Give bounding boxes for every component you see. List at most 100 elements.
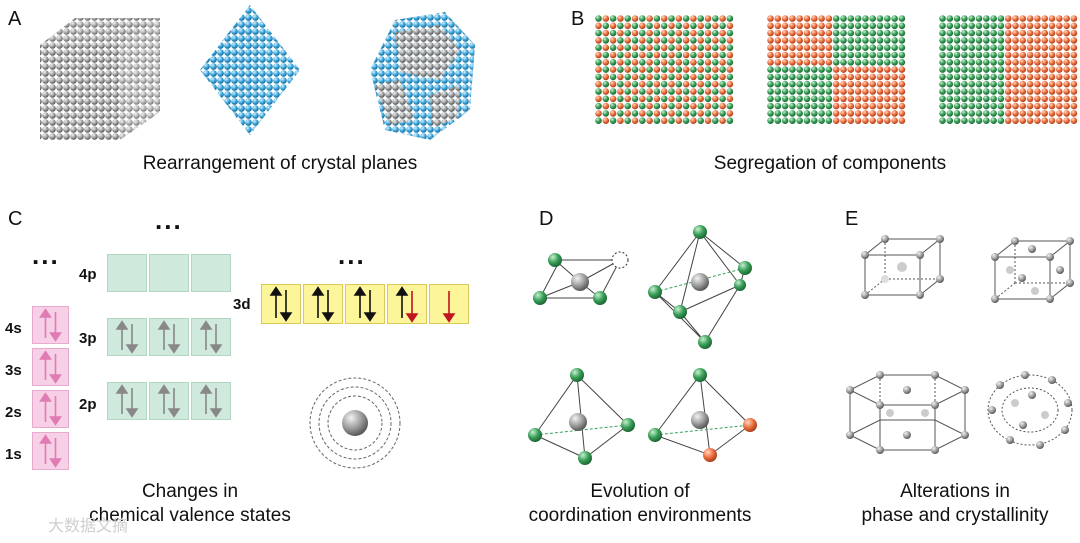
lattice-atom	[1004, 22, 1012, 30]
lattice-atom	[653, 15, 661, 22]
lattice-atom	[609, 66, 617, 73]
lattice-atom	[832, 29, 840, 37]
lattice-atom	[898, 110, 906, 117]
lattice-atom	[939, 110, 946, 117]
lattice-atom	[891, 44, 898, 51]
lattice-atom	[631, 117, 639, 124]
lattice-atom	[876, 110, 884, 117]
lattice-atom	[983, 22, 990, 30]
lattice-atom	[646, 73, 653, 81]
lattice-atom	[690, 15, 697, 22]
lattice-atom	[891, 102, 898, 110]
lattice-atom	[682, 117, 690, 124]
lattice-atom	[690, 73, 697, 81]
panel-label-d: D	[539, 208, 554, 230]
lattice-atom	[1019, 29, 1027, 37]
lattice-atom	[862, 95, 869, 103]
lattice-atom	[898, 95, 906, 103]
lattice-atom	[811, 44, 818, 51]
lattice-atom	[726, 66, 734, 73]
half-segregated-lattice	[939, 15, 1078, 124]
lattice-atom	[1012, 37, 1019, 44]
lattice-atom	[704, 117, 712, 124]
lattice-atom	[953, 88, 961, 95]
lattice-atom	[1048, 59, 1056, 66]
lattice-atom	[617, 15, 624, 22]
lattice-atom	[704, 88, 712, 95]
lattice-atom	[1026, 15, 1034, 22]
lattice-atom	[704, 22, 712, 30]
lattice-atom	[876, 73, 884, 81]
lattice-atom	[660, 73, 668, 81]
lattice-atom	[898, 37, 906, 44]
lattice-atom	[697, 102, 704, 110]
lattice-atom	[1012, 29, 1019, 37]
lattice-atom	[968, 37, 975, 44]
lattice-atom	[946, 117, 954, 124]
lattice-atom	[946, 95, 954, 103]
lattice-atom	[726, 73, 734, 81]
lattice-atom	[818, 22, 825, 30]
lattice-atom	[854, 37, 862, 44]
lattice-atom	[675, 73, 683, 81]
lattice-atom	[975, 117, 983, 124]
lattice-atom	[961, 117, 968, 124]
lattice-atom	[1056, 15, 1063, 22]
lattice-atom	[847, 80, 855, 88]
lattice-atom	[968, 15, 975, 22]
lattice-atom	[847, 95, 855, 103]
lattice-atom	[1026, 95, 1034, 103]
truncated-crystal	[370, 12, 475, 140]
lattice-atom	[840, 73, 847, 81]
lattice-atom	[884, 15, 891, 22]
quadrant-segregated-lattice	[767, 15, 906, 124]
lattice-atom	[653, 22, 661, 30]
lattice-atom	[997, 102, 1005, 110]
lattice-atom	[639, 102, 646, 110]
lattice-atom	[631, 66, 639, 73]
lattice-atom	[646, 110, 653, 117]
lattice-atom	[983, 88, 990, 95]
lattice-atom	[675, 66, 683, 73]
lattice-atom	[968, 88, 975, 95]
lattice-atom	[1070, 51, 1078, 59]
lattice-atom	[660, 95, 668, 103]
lattice-atom	[898, 88, 906, 95]
lattice-atom	[1012, 51, 1019, 59]
lattice-atom	[639, 51, 646, 59]
ellipsis-middle: ...	[155, 205, 183, 235]
lattice-atom	[1034, 80, 1041, 88]
lattice-atom	[719, 37, 726, 44]
lattice-atom	[891, 59, 898, 66]
lattice-atom	[774, 44, 782, 51]
lattice-atom	[990, 102, 997, 110]
lattice-atom	[624, 95, 631, 103]
lattice-atom	[631, 44, 639, 51]
lattice-atom	[876, 95, 884, 103]
lattice-atom	[697, 117, 704, 124]
lattice-atom	[1056, 117, 1063, 124]
lattice-atom	[811, 117, 818, 124]
lattice-atom	[1026, 44, 1034, 51]
lattice-atom	[1063, 66, 1070, 73]
lattice-atom	[726, 29, 734, 37]
lattice-atom	[968, 29, 975, 37]
lattice-atom	[898, 15, 906, 22]
lattice-atom	[774, 95, 782, 103]
panel-a-crystals	[40, 5, 475, 140]
lattice-atom	[624, 73, 631, 81]
lattice-atom	[983, 51, 990, 59]
lattice-atom	[690, 44, 697, 51]
lattice-atom	[690, 88, 697, 95]
lattice-atom	[1063, 102, 1070, 110]
lattice-atom	[774, 102, 782, 110]
lattice-atom	[1019, 22, 1027, 30]
panel-e-caption-2: phase and crystallinity	[861, 505, 1049, 526]
lattice-atom	[704, 110, 712, 117]
lattice-atom	[682, 29, 690, 37]
lattice-atom	[968, 66, 975, 73]
bcc-unit-cell	[861, 235, 944, 299]
lattice-atom	[975, 29, 983, 37]
lattice-atom	[832, 80, 840, 88]
lattice-atom	[811, 29, 818, 37]
